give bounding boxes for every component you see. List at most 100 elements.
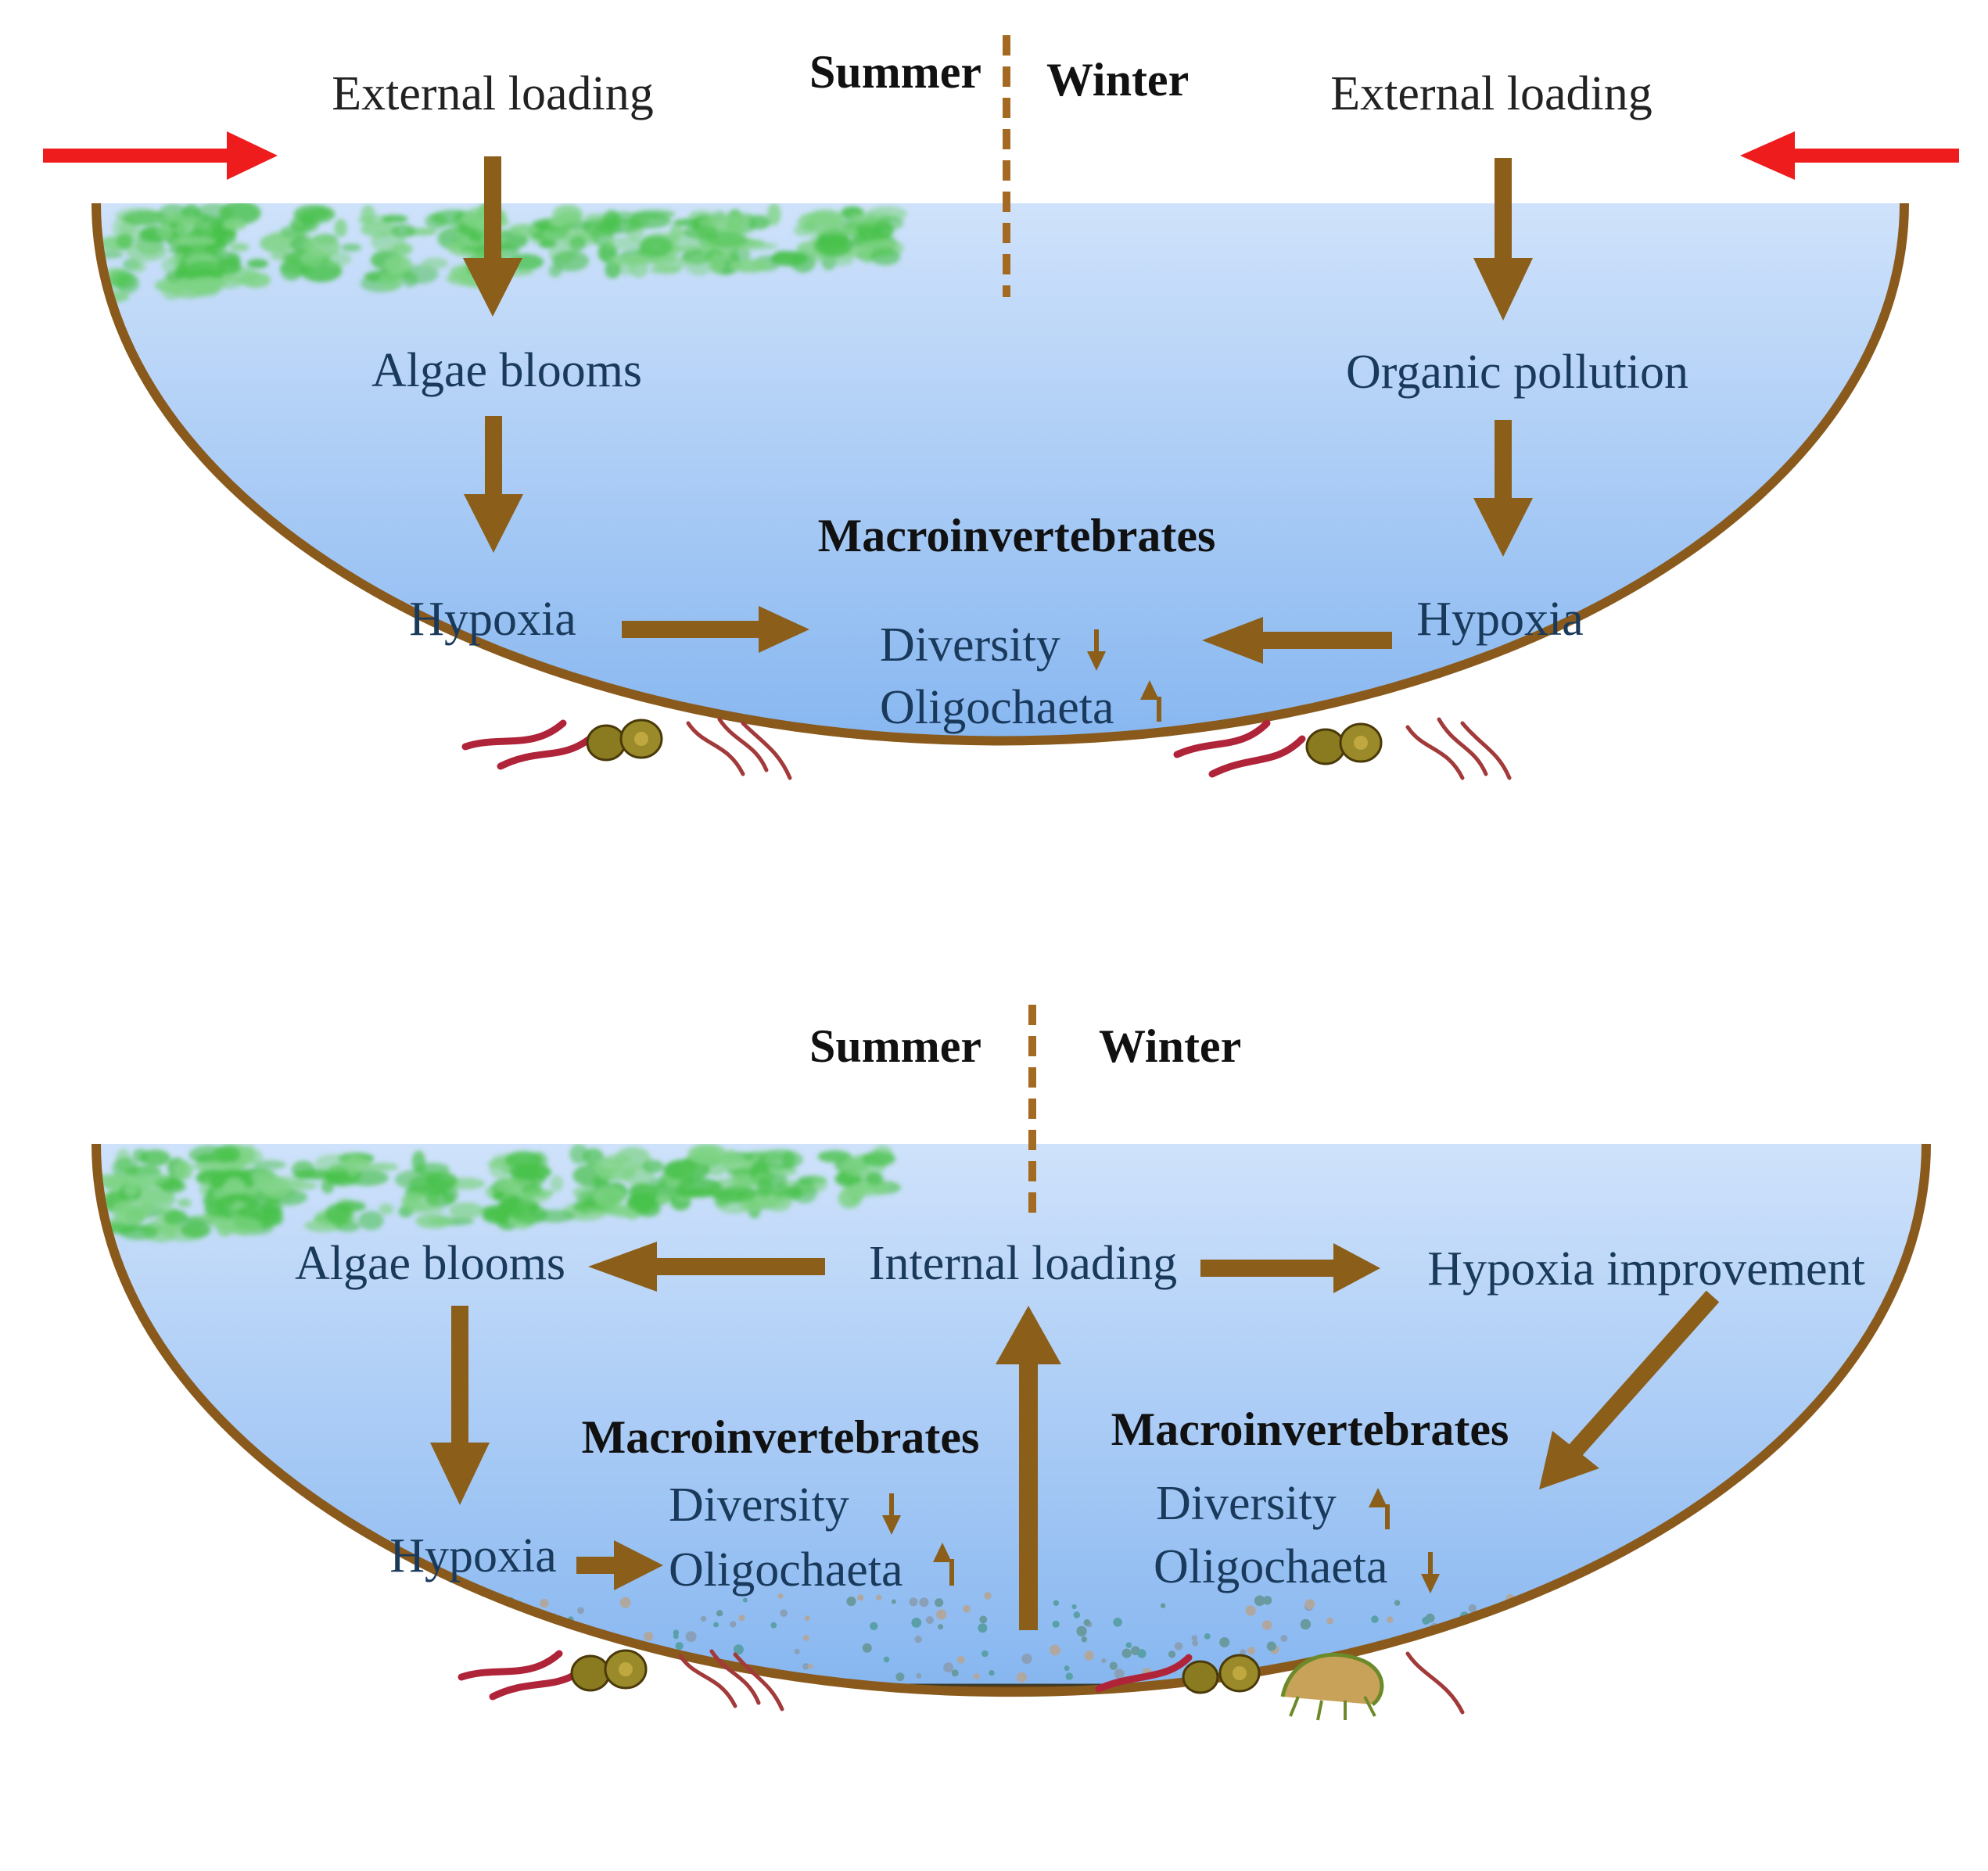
arrow-external-to-organic — [1473, 158, 1533, 321]
algae-blob — [204, 1199, 225, 1217]
algae-blob — [512, 1204, 547, 1224]
algae-blob — [594, 1186, 626, 1208]
algae-blob — [229, 242, 249, 252]
algae-blob — [126, 241, 167, 262]
algae-blob — [391, 224, 416, 238]
algae-blob — [180, 1221, 211, 1238]
algae-blob — [310, 207, 329, 219]
algae-blob — [685, 254, 713, 276]
nutrient-particle — [978, 1623, 988, 1633]
nutrient-particle — [1071, 1604, 1077, 1610]
nutrient-particle — [1300, 1618, 1312, 1630]
algae-blob — [140, 1149, 170, 1167]
nutrient-particle — [1240, 1649, 1247, 1655]
hypoxia-label: Hypoxia — [389, 1529, 557, 1582]
winter-label: Winter — [1046, 54, 1189, 106]
nutrient-particle — [1523, 1642, 1531, 1649]
nutrient-particle — [493, 1640, 504, 1651]
external-input-arrow-right — [1740, 131, 1959, 180]
algae-blob — [116, 233, 134, 250]
algae-blob — [812, 1176, 827, 1192]
nutrient-particle — [943, 1662, 954, 1673]
nutrient-particle — [1137, 1649, 1147, 1658]
nutrient-particle — [919, 1597, 929, 1608]
diversity-label: Diversity — [880, 618, 1060, 672]
nutrient-particle — [1510, 1622, 1517, 1629]
nutrient-particle — [1174, 1642, 1183, 1651]
algae-blob — [129, 260, 146, 273]
algae-blob — [730, 259, 771, 273]
algae-blob — [160, 1224, 181, 1234]
algae-blob — [797, 213, 842, 233]
algae-blob — [730, 246, 751, 263]
nutrient-particle — [675, 1642, 684, 1651]
benthic-worms-left — [461, 717, 792, 780]
nutrient-particle — [1454, 1651, 1466, 1663]
nutrient-particle — [807, 1664, 813, 1669]
arrow-internal-to-algae — [588, 1242, 825, 1292]
snail-left — [586, 719, 663, 762]
nutrient-particle — [891, 1599, 896, 1604]
nutrient-particle — [1204, 1633, 1211, 1640]
snail-left — [570, 1649, 648, 1692]
macroinvertebrates-title: Macroinvertebrates — [818, 510, 1216, 561]
nutrient-particle — [1113, 1618, 1122, 1627]
arrow-organic-to-hypoxia — [1473, 420, 1533, 557]
algae-blob — [113, 1205, 148, 1225]
algae-blob — [597, 1167, 636, 1181]
algae-blob — [358, 1210, 384, 1231]
summer-oligochaeta-up-arrow — [933, 1543, 954, 1586]
nutrient-particle — [1304, 1599, 1315, 1610]
algae-blob — [552, 250, 590, 272]
algae-blob — [220, 1153, 235, 1163]
nutrient-particle — [1422, 1616, 1430, 1625]
algae-blob — [174, 1160, 193, 1181]
algae-blob — [227, 253, 242, 270]
algae-blob — [449, 1202, 484, 1219]
algae-blob — [401, 271, 418, 288]
nutrient-particle — [1052, 1620, 1060, 1628]
algae-bloom-layer — [96, 1144, 901, 1242]
nutrient-particle — [883, 1656, 890, 1663]
algae-blob — [385, 255, 412, 275]
algae-blob — [757, 1177, 773, 1197]
winter-macroinvertebrates-title: Macroinvertebrates — [1111, 1403, 1509, 1455]
nutrient-particle — [476, 1608, 486, 1617]
arrow-sediment-to-internal-loading — [996, 1306, 1061, 1630]
nutrient-particle — [956, 1655, 965, 1664]
nutrient-particle — [1262, 1596, 1272, 1605]
nutrient-particle — [666, 1657, 676, 1665]
nutrient-particle — [499, 1658, 508, 1666]
algae-blob — [246, 259, 269, 269]
nutrient-particle — [619, 1597, 631, 1608]
nutrient-particle — [577, 1607, 584, 1615]
nutrient-particle — [1050, 1644, 1060, 1656]
nutrient-particle — [1447, 1631, 1454, 1638]
oligochaeta-label: Oligochaeta — [880, 681, 1114, 734]
nutrient-particle — [963, 1604, 971, 1613]
nutrient-particle — [488, 1640, 495, 1647]
algae-blob — [253, 1160, 287, 1170]
algae-blob — [122, 210, 168, 226]
algae-blob — [649, 1177, 668, 1189]
nutrient-particle — [951, 1669, 959, 1677]
nutrient-particle — [1280, 1635, 1288, 1642]
algae-blob — [758, 1149, 803, 1170]
algae-blob — [425, 1171, 458, 1191]
nutrient-particle — [909, 1597, 918, 1607]
nutrient-particle — [979, 1615, 988, 1624]
algae-blob — [163, 1210, 188, 1226]
nutrient-particle — [914, 1636, 922, 1643]
nutrient-particle — [1556, 1642, 1563, 1650]
nutrient-particle — [673, 1633, 679, 1640]
arrow-hypoxia-to-macro — [576, 1540, 663, 1590]
nutrient-particle — [700, 1615, 707, 1622]
nutrient-particle — [1567, 1645, 1574, 1651]
winter-label: Winter — [1099, 1020, 1241, 1072]
nutrient-particle — [1491, 1623, 1497, 1629]
nutrient-particle — [1219, 1637, 1230, 1647]
algae-blob — [569, 236, 587, 251]
algae-blob — [550, 1175, 564, 1192]
nutrient-particle — [870, 1622, 878, 1630]
nutrient-particle — [1053, 1600, 1060, 1606]
